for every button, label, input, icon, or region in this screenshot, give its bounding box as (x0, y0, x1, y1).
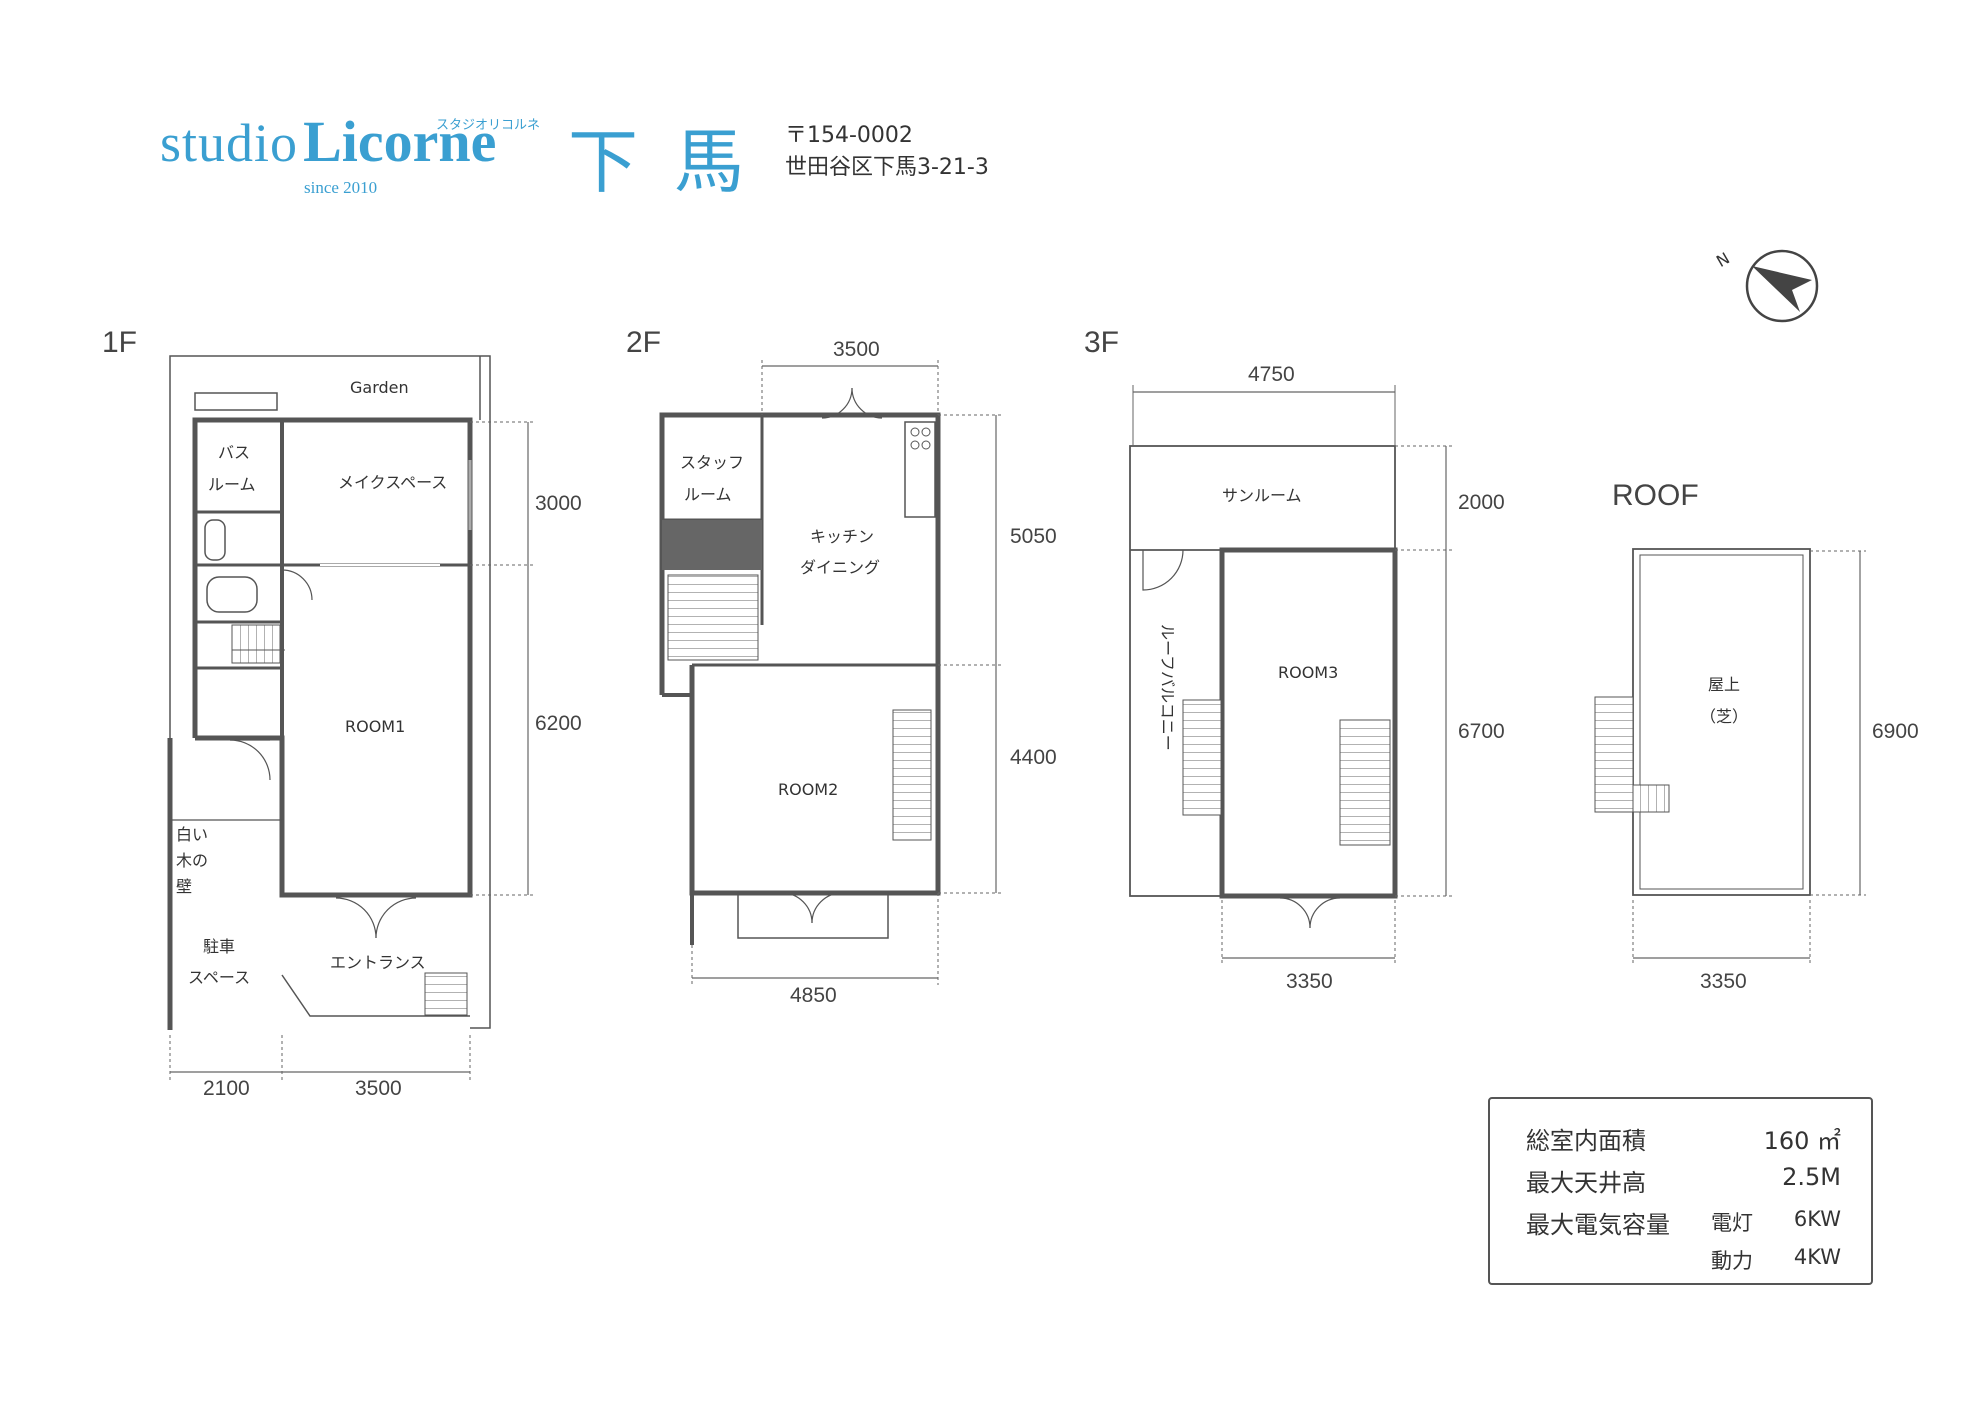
room-rooftop: 屋上 (1708, 675, 1740, 694)
floor-2f (659, 360, 1003, 985)
logo-since-text: since 2010 (304, 178, 378, 197)
room-staff-2: ルーム (684, 485, 732, 504)
dim-2f-4850: 4850 (790, 984, 837, 1007)
spec-ceiling-label: 最大天井高 (1526, 1169, 1646, 1197)
address-block: 〒154-0002 世田谷区下馬3-21-3 (785, 120, 989, 184)
room-bath-1: バス (218, 443, 250, 462)
dim-2f-5050: 5050 (1010, 525, 1057, 548)
floor-label-1f: 1F (102, 326, 137, 359)
spec-ceiling-value: 2.5M (1782, 1163, 1841, 1191)
spec-area-label: 総室内面積 (1526, 1127, 1646, 1155)
logo-studio-text: studio (160, 113, 299, 173)
spec-light-label: 電灯 (1711, 1211, 1753, 1235)
room-sunroom: サンルーム (1222, 486, 1302, 505)
floor-1f (167, 355, 535, 1080)
room-room1: ROOM1 (345, 717, 405, 736)
spec-power-label: 最大電気容量 (1526, 1211, 1670, 1239)
spec-motive-value: 4KW (1793, 1245, 1841, 1269)
room-rooftop-turf: （芝） (1700, 707, 1748, 726)
room-entrance: エントランス (330, 953, 426, 972)
floor-label-roof: ROOF (1612, 479, 1699, 512)
spec-area-value: 160 ㎡ (1763, 1127, 1841, 1155)
dim-1f-6200: 6200 (535, 712, 582, 735)
street-address: 世田谷区下馬3-21-3 (785, 155, 989, 180)
room-room2: ROOM2 (778, 780, 838, 799)
room-roof-balcony: ルーフバルコニー (1158, 624, 1177, 751)
dim-3f-2000: 2000 (1458, 491, 1505, 514)
floor-3f (1129, 385, 1452, 965)
dim-roof-6900: 6900 (1872, 720, 1919, 743)
label-wall-1: 白い (176, 825, 208, 844)
logo-kana-text: スタジオリコルネ (436, 118, 541, 133)
room-room3: ROOM3 (1278, 663, 1338, 682)
spec-light-value: 6KW (1793, 1207, 1841, 1231)
logo-brand-text: Licorne (303, 109, 497, 174)
floor-label-3f: 3F (1084, 326, 1119, 359)
room-parking-2: スペース (188, 968, 250, 987)
room-staff-1: スタッフ (680, 453, 744, 472)
room-garden: Garden (350, 378, 409, 397)
compass-north-label: N (1713, 248, 1733, 270)
dim-3f-6700: 6700 (1458, 720, 1505, 743)
specs-box: 総室内面積 160 ㎡ 最大天井高 2.5M 最大電気容量 電灯 6KW 動力 … (1488, 1097, 1873, 1285)
floor-label-2f: 2F (626, 326, 661, 359)
dim-1f-2100: 2100 (203, 1077, 250, 1100)
spec-motive-label: 動力 (1711, 1249, 1753, 1273)
dim-1f-3500: 3500 (355, 1077, 402, 1100)
room-make-space: メイクスペース (338, 473, 447, 492)
studio-logo: studio Licorne スタジオリコルネ since 2010 (160, 108, 540, 197)
dim-3f-4750: 4750 (1248, 363, 1295, 386)
dim-2f-3500: 3500 (833, 338, 880, 361)
room-kitchen-1: キッチン (810, 527, 874, 546)
postal-code: 〒154-0002 (785, 123, 913, 148)
dim-1f-3000: 3000 (535, 492, 582, 515)
room-parking-1: 駐車 (203, 937, 235, 956)
location-title: 下馬 (568, 121, 780, 203)
dim-3f-3350: 3350 (1286, 970, 1333, 993)
room-kitchen-2: ダイニング (800, 558, 880, 577)
dim-roof-3350: 3350 (1700, 970, 1747, 993)
floor-roof (1594, 548, 1866, 965)
compass-icon: N (1713, 248, 1819, 323)
room-bath-2: ルーム (208, 475, 256, 494)
dim-2f-4400: 4400 (1010, 746, 1057, 769)
label-wall-3: 壁 (176, 877, 192, 896)
label-wall-2: 木の (176, 851, 208, 870)
